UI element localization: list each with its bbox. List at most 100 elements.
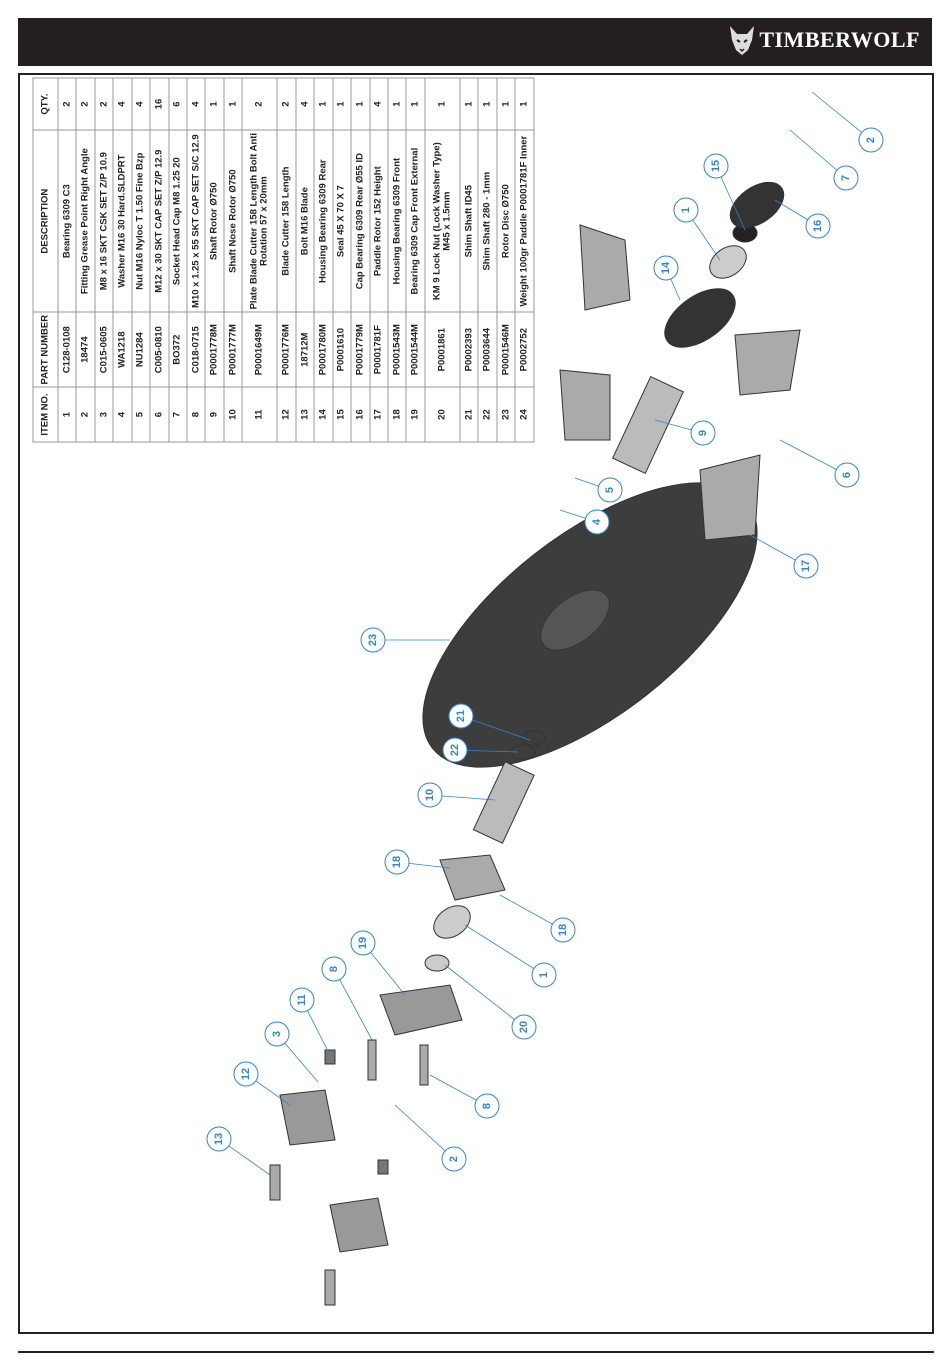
- callout-circle: [597, 477, 623, 503]
- callout-number: 9: [697, 430, 709, 436]
- timberwolf-logo: TIMBERWOLF: [728, 24, 920, 56]
- callout-circle: [264, 1021, 290, 1047]
- callout-circle: [833, 165, 859, 191]
- housing-bearing-front: [439, 854, 506, 901]
- leader-line: [444, 964, 525, 1028]
- callout-circle: [474, 1093, 500, 1119]
- callout-number: 10: [424, 789, 436, 801]
- header-bar: TIMBERWOLF: [18, 18, 932, 66]
- callout-number: 18: [391, 856, 403, 868]
- callout-balloon: 11: [289, 987, 331, 1056]
- callout-balloon: 15: [703, 153, 746, 231]
- callout-balloon: 4: [559, 509, 610, 535]
- callout-number: 1: [538, 972, 550, 978]
- callout-balloon: 2: [811, 91, 884, 153]
- callout-circle: [584, 509, 610, 535]
- leader-line: [394, 1104, 455, 1160]
- callout-circle: [417, 782, 443, 808]
- callout-balloon: 17: [749, 534, 819, 579]
- callout-circle: [550, 917, 576, 943]
- callout-circle: [531, 962, 557, 988]
- callout-balloon: 8: [321, 956, 373, 1041]
- plate-blade: [377, 1159, 389, 1175]
- callout-balloon: 1: [673, 197, 721, 261]
- callout-number: 6: [841, 472, 853, 478]
- callout-number: 12: [240, 1068, 252, 1080]
- callout-number: 8: [481, 1103, 493, 1109]
- callout-circle: [703, 153, 729, 179]
- callout-balloon: 13: [206, 1126, 271, 1176]
- plate-blade: [324, 1049, 336, 1065]
- paddle-rotor: [734, 329, 801, 396]
- callout-number: 18: [557, 924, 569, 936]
- callout-number: 21: [455, 710, 467, 722]
- callout-number: 23: [367, 634, 379, 646]
- callout-circle: [441, 1146, 467, 1172]
- shim: [520, 730, 546, 746]
- callout-number: 16: [812, 220, 824, 232]
- callout-circle: [384, 849, 410, 875]
- callout-number: 17: [800, 560, 812, 572]
- callout-circle: [350, 930, 376, 956]
- callout-balloon: 20: [444, 964, 537, 1040]
- callout-balloon: 1: [464, 924, 557, 988]
- callout-number: 5: [604, 487, 616, 493]
- lock-nut: [424, 954, 450, 972]
- paddle-rotor: [699, 454, 761, 541]
- callout-balloon: 3: [264, 1021, 319, 1083]
- housing-bearing-rear: [664, 288, 736, 348]
- bolt: [324, 1269, 336, 1306]
- blade-cutter: [279, 1089, 336, 1146]
- callout-circle: [442, 737, 468, 763]
- callout-balloon: 16: [774, 199, 831, 239]
- callout-balloon: 9: [654, 419, 716, 446]
- callout-circle: [653, 255, 679, 281]
- callout-balloon: 6: [779, 439, 860, 488]
- callout-balloon: 19: [350, 930, 406, 996]
- leader-line: [811, 91, 872, 141]
- callout-circle: [793, 553, 819, 579]
- leader-line: [333, 968, 373, 1041]
- paddle-rotor: [559, 369, 611, 441]
- bolt: [419, 1044, 429, 1086]
- callout-circle: [511, 1014, 537, 1040]
- callout-number: 8: [328, 966, 340, 972]
- callout-circle: [448, 703, 474, 729]
- leader-line: [779, 439, 848, 476]
- drawing-frame: [18, 73, 934, 1334]
- callout-circle: [805, 213, 831, 239]
- rotor-disc-hub: [540, 589, 610, 651]
- callout-balloon: 5: [574, 477, 623, 503]
- callout-number: 7: [840, 175, 852, 181]
- callout-balloon: 22: [442, 737, 519, 763]
- callout-circle: [360, 627, 386, 653]
- callout-circle: [834, 462, 860, 488]
- bolt: [269, 1164, 281, 1201]
- callout-number: 2: [865, 137, 877, 143]
- callout-balloon: 8: [429, 1074, 500, 1119]
- callout-number: 20: [518, 1021, 530, 1033]
- callout-balloon: 14: [653, 255, 681, 301]
- brand-name: TIMBERWOLF: [759, 27, 920, 52]
- callout-number: 4: [591, 518, 603, 525]
- callout-circle: [690, 420, 716, 446]
- callout-circle: [289, 987, 315, 1013]
- callout-number: 1: [680, 207, 692, 213]
- bearing-cap-front: [379, 984, 463, 1036]
- shaft-rotor: [612, 375, 684, 475]
- callout-number: 15: [710, 160, 722, 172]
- blade-cutter: [329, 1197, 389, 1253]
- paddle-rotor: [579, 224, 631, 311]
- cap-bearing-rear: [729, 181, 785, 229]
- shaft-nose: [472, 761, 535, 844]
- bearing: [433, 905, 471, 939]
- callout-circle: [206, 1126, 232, 1152]
- callout-circle: [233, 1061, 259, 1087]
- callout-balloon: 2: [394, 1104, 467, 1172]
- bolt: [367, 1039, 377, 1081]
- wolf-head-icon: [730, 26, 755, 55]
- callout-number: 14: [660, 261, 672, 274]
- callout-balloon: 18: [499, 894, 576, 943]
- callout-balloon: 12: [233, 1061, 291, 1106]
